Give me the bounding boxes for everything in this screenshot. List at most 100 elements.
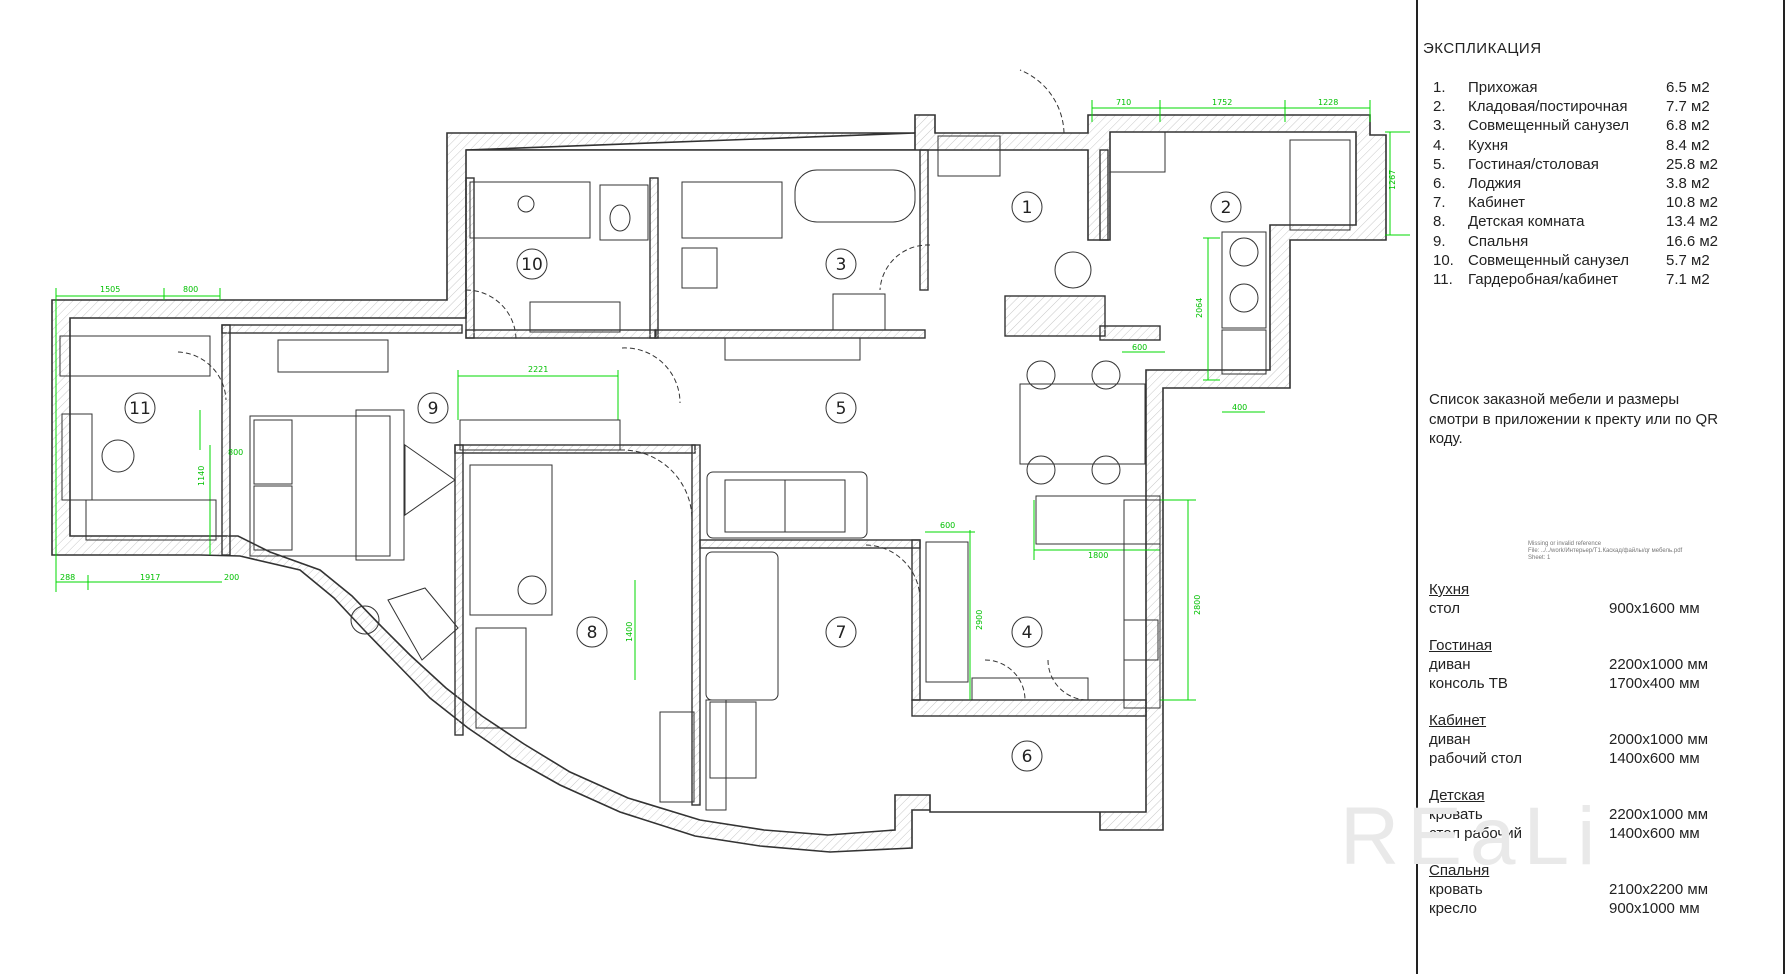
furniture-item-label: кресло <box>1429 900 1478 917</box>
room-index: 1. <box>1433 79 1446 96</box>
room-area: 7.7 м2 <box>1666 98 1710 116</box>
room-number: 1 <box>1022 198 1033 218</box>
room-name: Кладовая/постирочная <box>1468 98 1628 116</box>
furniture-room-heading: Спальня <box>1429 862 1490 879</box>
room-number: 2 <box>1221 198 1232 218</box>
room-marker-5: 5 <box>825 392 857 424</box>
dim-label: 2064 <box>1195 298 1204 318</box>
room-name: Кабинет <box>1468 194 1526 212</box>
sink-icon <box>517 195 535 213</box>
dimension-values: 1505 800 2221 710 1752 1228 1267 2064 60… <box>60 98 1397 642</box>
room-index: 4. <box>1433 136 1446 154</box>
bed-icon <box>469 464 553 616</box>
room-index: 9. <box>1433 232 1446 250</box>
room-number: 4 <box>1022 623 1033 643</box>
room-area: 5.7 м2 <box>1666 251 1710 269</box>
room-number: 9 <box>428 399 439 419</box>
room-marker-9: 9 <box>417 392 449 424</box>
room-number: 6 <box>1022 747 1033 767</box>
furniture-item: рабочий стол 1400х600 мм <box>1429 749 1729 768</box>
furniture-item-label: консоль ТВ <box>1429 675 1508 692</box>
room-area: 16.6 м2 <box>1666 232 1719 250</box>
room-marker-2: 2 <box>1210 191 1242 223</box>
room-area: 13.4 м2 <box>1666 213 1719 231</box>
furniture <box>59 131 1351 811</box>
furniture-item-size: 900х1000 мм <box>1609 900 1700 917</box>
room-index: 11. <box>1433 270 1453 288</box>
room-marker-11: 11 <box>124 392 156 424</box>
furniture-room-heading: Детская <box>1429 787 1485 804</box>
room-index: 10. <box>1433 251 1454 269</box>
room-name: Прихожая <box>1468 79 1538 96</box>
panel-divider <box>1416 0 1418 974</box>
furniture-item-size: 1400х600 мм <box>1609 750 1700 767</box>
room-marker-8: 8 <box>576 616 608 648</box>
interior-walls <box>221 149 1161 806</box>
furniture-item: кровать 2100х2200 мм <box>1429 880 1729 899</box>
bathtub-icon <box>794 169 916 223</box>
room-name: Спальня <box>1468 232 1529 250</box>
room-number: 5 <box>836 399 847 419</box>
dim-label: 600 <box>1132 343 1147 352</box>
room-name: Гардеробная/кабинет <box>1468 270 1619 288</box>
furniture-item-size: 1400х600 мм <box>1609 825 1700 842</box>
dim-label: 600 <box>940 521 955 530</box>
furniture-item-size: 2000х1000 мм <box>1609 731 1709 748</box>
room-area: 10.8 м2 <box>1666 194 1719 212</box>
dim-label: 2900 <box>975 610 984 630</box>
room-area: 6.8 м2 <box>1666 117 1710 135</box>
desk-icon <box>61 413 93 501</box>
dim-label: 800 <box>228 448 243 457</box>
room-number: 7 <box>836 623 847 643</box>
room-marker-10: 10 <box>516 248 548 280</box>
room-marker-4: 4 <box>1011 616 1043 648</box>
outer-walls <box>51 114 1387 853</box>
furniture-item-label: стол <box>1429 600 1460 617</box>
door-swings <box>177 69 1089 701</box>
dim-label: 1505 <box>100 285 120 294</box>
room-area: 3.8 м2 <box>1666 174 1710 192</box>
bed-icon <box>249 415 391 557</box>
room-area: 6.5 м2 <box>1666 79 1710 96</box>
room-marker-7: 7 <box>825 616 857 648</box>
floor-plan: 1505 800 2221 710 1752 1228 1267 2064 60… <box>51 69 1410 853</box>
room-number: 11 <box>129 399 151 419</box>
stove-icon <box>1123 619 1159 661</box>
room-index: 2. <box>1433 98 1446 116</box>
sofa-icon <box>706 471 868 539</box>
room-number: 3 <box>836 255 847 275</box>
room-index: 8. <box>1433 213 1446 231</box>
furniture-item-label: диван <box>1429 731 1471 748</box>
room-name: Кухня <box>1468 136 1509 154</box>
furniture-item-label: кровать <box>1429 881 1483 898</box>
furniture-item: диван 2000х1000 мм <box>1429 730 1729 749</box>
dim-label: 1400 <box>625 622 634 642</box>
furniture-item-size: 2200х1000 мм <box>1609 656 1709 673</box>
dim-label: 288 <box>60 573 75 582</box>
furniture-item: стол рабочий 1400х600 мм <box>1429 824 1729 843</box>
reference-line: Sheet: 1 <box>1528 555 1551 561</box>
furniture-room-heading: Кухня <box>1429 581 1470 598</box>
room-numbers: 1 2 3 4 5 6 7 8 9 10 11 <box>124 191 1242 772</box>
dim-label: 1917 <box>140 573 160 582</box>
room-area: 25.8 м2 <box>1666 155 1719 173</box>
furniture-item-size: 900х1600 мм <box>1609 600 1700 617</box>
room-name: Лоджия <box>1468 174 1522 192</box>
dim-label: 400 <box>1232 403 1247 412</box>
toilet-icon <box>609 204 631 232</box>
room-index: 5. <box>1433 155 1446 173</box>
room-name: Совмещенный санузел <box>1468 251 1629 269</box>
furniture-item-size: 2100х2200 мм <box>1609 881 1709 898</box>
dim-label: 800 <box>183 285 198 294</box>
dim-label: 1267 <box>1388 170 1397 190</box>
furniture-item: кресло 900х1000 мм <box>1429 899 1729 918</box>
room-area: 8.4 м2 <box>1666 136 1710 154</box>
dim-label: 1140 <box>197 466 206 486</box>
furniture-room-heading: Кабинет <box>1429 712 1487 729</box>
panel-edge <box>1783 0 1785 974</box>
